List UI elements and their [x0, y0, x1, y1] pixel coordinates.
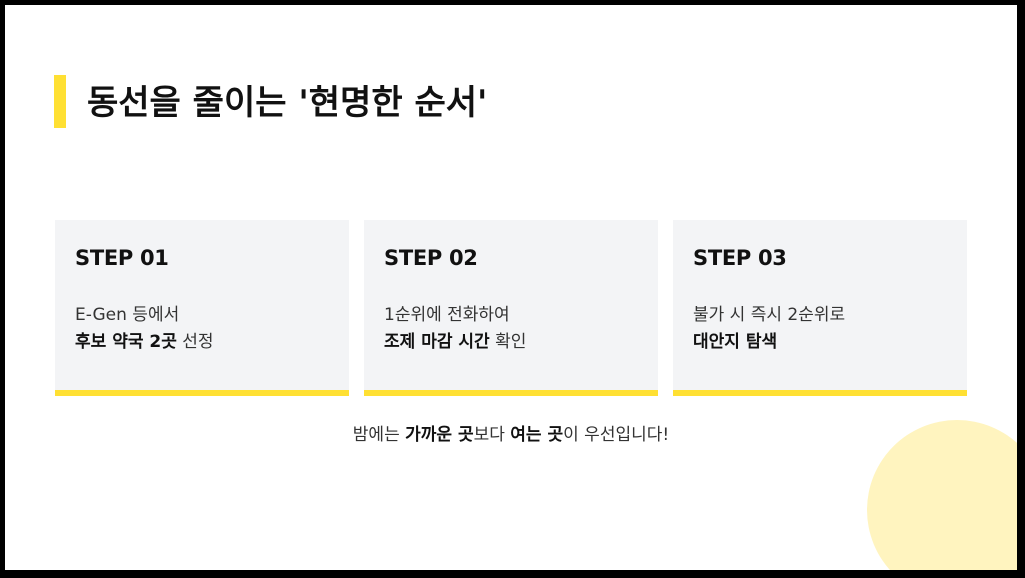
step-detail: 대안지 탐색 — [693, 327, 777, 352]
step-card-1: STEP 01 E-Gen 등에서 후보 약국 2곳 선정 — [55, 220, 349, 396]
note-text: 보다 — [473, 425, 511, 445]
step-detail-bold: 후보 약국 2곳 — [75, 332, 177, 352]
step-detail-bold: 대안지 탐색 — [693, 332, 778, 352]
step-detail: 후보 약국 2곳 선정 — [75, 327, 214, 352]
step-description: 1순위에 전화하여 — [384, 305, 510, 325]
note-emphasis: 가까운 곳 — [405, 425, 474, 445]
step-detail-rest: 확인 — [489, 332, 527, 352]
footer-note: 밤에는 가까운 곳보다 여는 곳이 우선입니다! — [5, 420, 1017, 445]
slide: 동선을 줄이는 '현명한 순서' STEP 01 E-Gen 등에서 후보 약국… — [5, 5, 1017, 570]
note-text: 밤에는 — [352, 425, 406, 445]
step-label: STEP 02 — [384, 246, 478, 270]
title-accent-bar — [54, 75, 66, 128]
page-title: 동선을 줄이는 '현명한 순서' — [87, 83, 488, 123]
step-detail-bold: 조제 마감 시간 — [384, 332, 490, 352]
step-detail: 조제 마감 시간 확인 — [384, 327, 526, 352]
step-detail-rest: 선정 — [176, 332, 214, 352]
step-label: STEP 03 — [693, 246, 787, 270]
step-label: STEP 01 — [75, 246, 169, 270]
step-description: 불가 시 즉시 2순위로 — [693, 305, 846, 325]
step-card-2: STEP 02 1순위에 전화하여 조제 마감 시간 확인 — [364, 220, 658, 396]
step-card-3: STEP 03 불가 시 즉시 2순위로 대안지 탐색 — [673, 220, 967, 396]
note-text: 이 우선입니다! — [563, 425, 670, 445]
note-emphasis: 여는 곳 — [510, 425, 564, 445]
step-description: E-Gen 등에서 — [75, 305, 180, 325]
